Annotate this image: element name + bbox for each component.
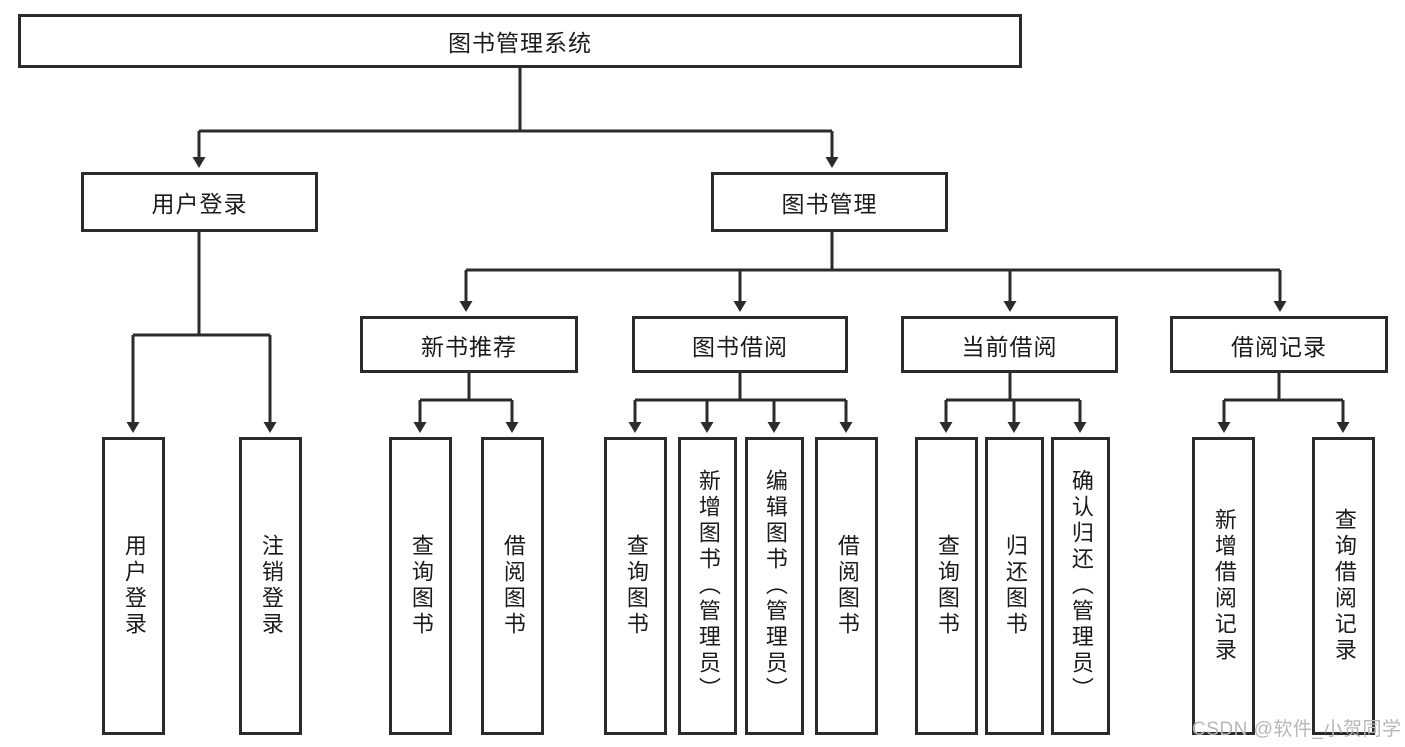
node-current-borrow[interactable]: 当前借阅 xyxy=(901,316,1118,373)
node-book-borrow[interactable]: 图书借阅 xyxy=(632,316,848,373)
node-label: 借阅图书 xyxy=(834,534,860,638)
node-label: 查询图书 xyxy=(623,534,649,638)
leaf-borrow-book-2[interactable]: 借阅图书 xyxy=(815,437,878,735)
node-label: 查询图书 xyxy=(934,534,960,638)
node-label: 图书借阅 xyxy=(692,333,788,360)
node-label: 借阅图书 xyxy=(500,534,526,638)
csdn-watermark: CSDN @软件_小贺同学 xyxy=(1192,719,1402,740)
leaf-add-book[interactable]: 新增图书（管理员） xyxy=(678,437,737,735)
node-label: 图书管理系统 xyxy=(448,30,592,56)
node-root-book-management-system[interactable]: 图书管理系统 xyxy=(18,14,1022,68)
node-user-login[interactable]: 用户登录 xyxy=(81,172,318,232)
node-label: 用户登录 xyxy=(151,191,248,217)
node-label: 注销登录 xyxy=(258,534,284,638)
leaf-borrow-book-1[interactable]: 借阅图书 xyxy=(481,437,544,735)
node-new-book-recommend[interactable]: 新书推荐 xyxy=(360,316,578,373)
node-label: 新增图书（管理员） xyxy=(695,469,721,703)
leaf-user-login[interactable]: 用户登录 xyxy=(102,437,165,735)
node-label: 查询借阅记录 xyxy=(1331,508,1357,664)
node-label: 借阅记录 xyxy=(1231,333,1327,360)
leaf-confirm-return[interactable]: 确认归还（管理员） xyxy=(1051,437,1110,735)
leaf-query-borrow-record[interactable]: 查询借阅记录 xyxy=(1312,437,1375,735)
node-book-management[interactable]: 图书管理 xyxy=(711,172,948,232)
node-label: 确认归还（管理员） xyxy=(1068,469,1094,703)
node-label: 用户登录 xyxy=(121,534,147,638)
leaf-query-book-3[interactable]: 查询图书 xyxy=(915,437,978,735)
node-label: 归还图书 xyxy=(1002,534,1028,638)
node-label: 查询图书 xyxy=(408,534,434,638)
node-borrow-record[interactable]: 借阅记录 xyxy=(1170,316,1388,373)
leaf-query-book-1[interactable]: 查询图书 xyxy=(389,437,452,735)
leaf-logout-login[interactable]: 注销登录 xyxy=(239,437,302,735)
leaf-add-borrow-record[interactable]: 新增借阅记录 xyxy=(1192,437,1255,735)
leaf-edit-book[interactable]: 编辑图书（管理员） xyxy=(745,437,804,735)
node-label: 新书推荐 xyxy=(421,333,517,360)
leaf-return-book[interactable]: 归还图书 xyxy=(985,437,1044,735)
node-label: 当前借阅 xyxy=(961,333,1058,360)
node-label: 编辑图书（管理员） xyxy=(762,469,788,703)
node-label: 新增借阅记录 xyxy=(1211,508,1237,664)
node-label: 图书管理 xyxy=(781,191,878,217)
leaf-query-book-2[interactable]: 查询图书 xyxy=(604,437,667,735)
